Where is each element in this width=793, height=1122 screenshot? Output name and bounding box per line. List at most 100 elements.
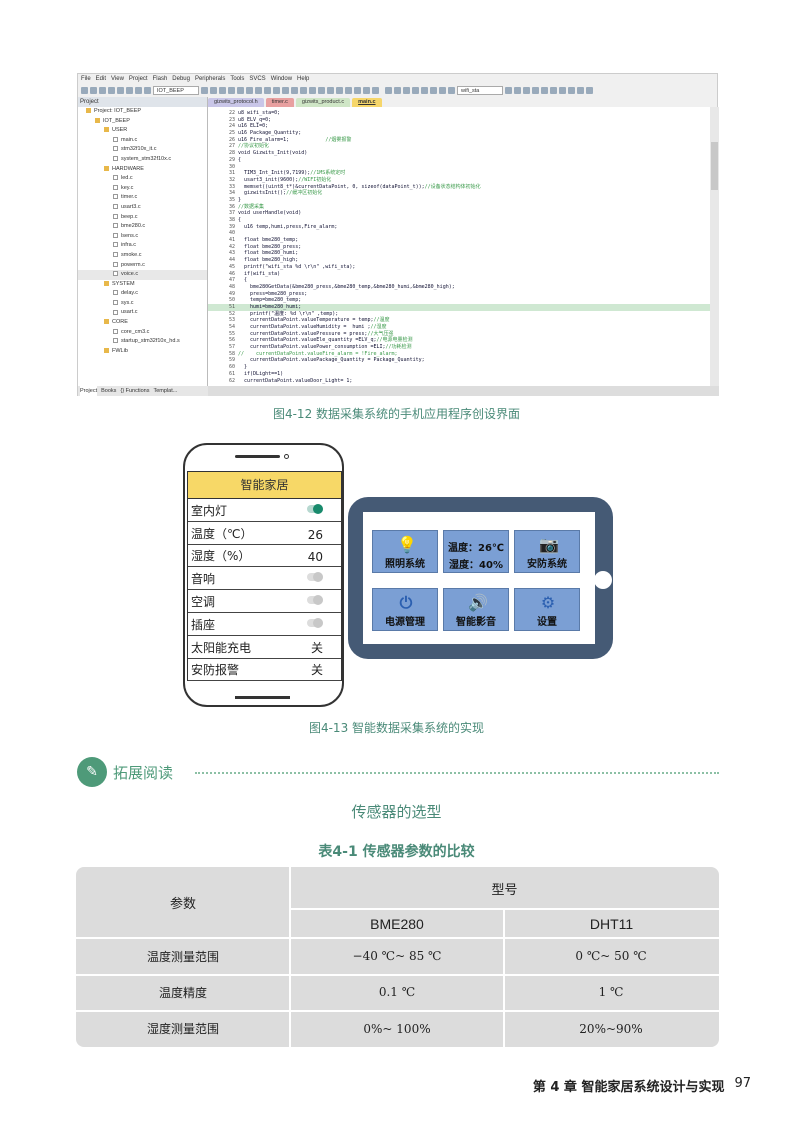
toolbar-button[interactable] <box>135 87 142 94</box>
tree-item[interactable]: timer.c <box>78 193 207 203</box>
vertical-scrollbar[interactable] <box>710 107 719 386</box>
editor-tab[interactable]: gizwits_protocol.h <box>208 98 264 107</box>
editor-tab[interactable]: timer.c <box>265 98 294 107</box>
tree-item[interactable]: infra.c <box>78 241 207 251</box>
toolbar-button[interactable] <box>90 87 97 94</box>
toolbar-button[interactable] <box>210 87 217 94</box>
tree-item[interactable]: system_stm32f10x.c <box>78 155 207 165</box>
toolbar-button[interactable] <box>514 87 521 94</box>
tree-item[interactable]: stm32f10x_it.c <box>78 145 207 155</box>
tablet-tile[interactable]: 🔊智能影音 <box>443 588 509 631</box>
tree-item[interactable]: SYSTEM <box>78 280 207 290</box>
horizontal-scrollbar[interactable] <box>208 386 719 396</box>
toolbar-button[interactable] <box>219 87 226 94</box>
toolbar-button[interactable] <box>586 87 593 94</box>
toolbar-button[interactable] <box>291 87 298 94</box>
tree-item[interactable]: delay.c <box>78 289 207 299</box>
toolbar-button[interactable] <box>363 87 370 94</box>
toolbar-button[interactable] <box>228 87 235 94</box>
tablet-tile[interactable]: ⏻电源管理 <box>372 588 438 631</box>
toolbar-button[interactable] <box>201 87 208 94</box>
tree-item[interactable]: usart3.c <box>78 203 207 213</box>
tree-item[interactable]: HARDWARE <box>78 165 207 175</box>
toolbar-button[interactable] <box>309 87 316 94</box>
panel-tab[interactable]: Templat... <box>153 388 178 394</box>
tree-item[interactable]: main.c <box>78 136 207 146</box>
toolbar-button[interactable] <box>246 87 253 94</box>
menu-view[interactable]: View <box>111 76 124 82</box>
menu-file[interactable]: File <box>81 76 91 82</box>
tree-item[interactable]: beep.c <box>78 213 207 223</box>
tablet-tile[interactable]: 📷安防系统 <box>514 530 580 573</box>
toolbar-button[interactable] <box>523 87 530 94</box>
toolbar-button[interactable] <box>237 87 244 94</box>
toolbar-button[interactable] <box>117 87 124 94</box>
menu-window[interactable]: Window <box>270 76 293 82</box>
toolbar-button[interactable] <box>448 87 455 94</box>
tree-item[interactable]: USER <box>78 126 207 136</box>
tree-item[interactable]: usart.c <box>78 308 207 318</box>
tree-item[interactable]: Project: IOT_BEEP <box>78 107 207 117</box>
panel-tab[interactable]: {} Functions <box>120 388 150 394</box>
toolbar-button[interactable] <box>439 87 446 94</box>
toolbar-button[interactable] <box>577 87 584 94</box>
toolbar-button[interactable] <box>412 87 419 94</box>
toolbar-button[interactable] <box>273 87 280 94</box>
editor-tab[interactable]: main.c <box>352 98 382 107</box>
menu-svcs[interactable]: SVCS <box>249 76 266 82</box>
toolbar-button[interactable] <box>541 87 548 94</box>
toolbar-button[interactable] <box>394 87 401 94</box>
setting-toggle[interactable] <box>307 594 323 605</box>
menu-project[interactable]: Project <box>128 76 148 82</box>
tree-item[interactable]: powerm.c <box>78 261 207 271</box>
toolbar-button[interactable] <box>421 87 428 94</box>
menu-peripherals[interactable]: Peripherals <box>194 76 226 82</box>
toolbar-button[interactable] <box>403 87 410 94</box>
toolbar-button[interactable] <box>550 87 557 94</box>
toolbar-button[interactable] <box>108 87 115 94</box>
function-select[interactable]: wifi_sta <box>457 86 503 95</box>
toolbar-button[interactable] <box>255 87 262 94</box>
toolbar-button[interactable] <box>568 87 575 94</box>
toolbar-button[interactable] <box>99 87 106 94</box>
setting-toggle[interactable] <box>307 572 323 583</box>
toolbar-button[interactable] <box>372 87 379 94</box>
menu-edit[interactable]: Edit <box>95 76 107 82</box>
tablet-tile[interactable]: ⚙设置 <box>514 588 580 631</box>
setting-toggle[interactable] <box>307 617 323 628</box>
tree-item[interactable]: smoke.c <box>78 251 207 261</box>
target-select[interactable]: IOT_BEEP <box>153 86 199 95</box>
tree-item[interactable]: led.c <box>78 174 207 184</box>
menu-help[interactable]: Help <box>297 76 310 82</box>
menu-tools[interactable]: Tools <box>230 76 245 82</box>
toolbar-button[interactable] <box>559 87 566 94</box>
toolbar-button[interactable] <box>385 87 392 94</box>
menu-flash[interactable]: Flash <box>152 76 168 82</box>
panel-tab[interactable]: Books <box>101 388 117 394</box>
editor-tab[interactable]: gizwits_product.c <box>295 98 351 107</box>
tree-item[interactable]: startup_stm32f10x_hd.s <box>78 337 207 347</box>
toolbar-button[interactable] <box>336 87 343 94</box>
tree-item[interactable]: CORE <box>78 318 207 328</box>
panel-tab[interactable]: Project <box>80 386 98 396</box>
setting-toggle[interactable] <box>307 503 323 514</box>
tree-item[interactable]: voice.c <box>78 270 207 280</box>
toolbar-button[interactable] <box>430 87 437 94</box>
toolbar-button[interactable] <box>282 87 289 94</box>
toolbar-button[interactable] <box>354 87 361 94</box>
menu-debug[interactable]: Debug <box>172 76 190 82</box>
toolbar-button[interactable] <box>264 87 271 94</box>
tree-item[interactable]: core_cm3.c <box>78 328 207 338</box>
tree-item[interactable]: bme280.c <box>78 222 207 232</box>
toolbar-button[interactable] <box>81 87 88 94</box>
toolbar-button[interactable] <box>345 87 352 94</box>
tree-item[interactable]: key.c <box>78 184 207 194</box>
tree-item[interactable]: lsens.c <box>78 232 207 242</box>
toolbar-button[interactable] <box>505 87 512 94</box>
tree-item[interactable]: FWLib <box>78 347 207 357</box>
toolbar-button[interactable] <box>300 87 307 94</box>
toolbar-button[interactable] <box>318 87 325 94</box>
toolbar-button[interactable] <box>126 87 133 94</box>
toolbar-button[interactable] <box>532 87 539 94</box>
